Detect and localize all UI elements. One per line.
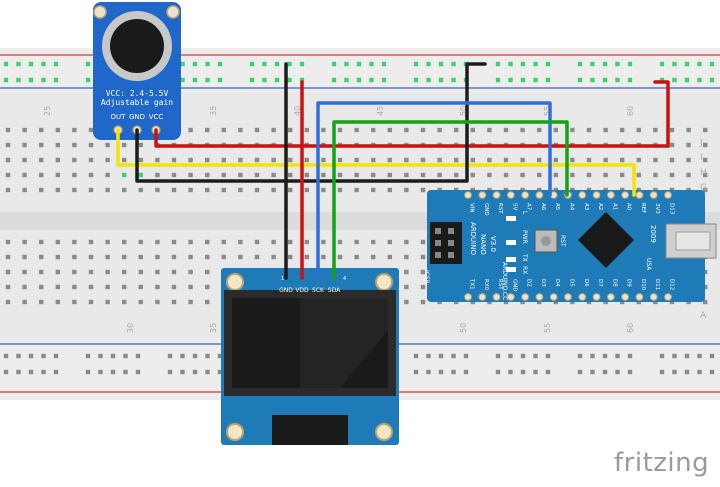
arduino-nano: D13 3V3 REF A0 A1 A2 A3 A4 A5 A6 A7 5V RST GND VIN D12… [423,190,717,302]
wire-green-sda [332,120,569,280]
nano-top-pin-label: A5 [554,203,560,211]
nano-top-pin-label: REF [640,203,646,213]
rst-label: RST [559,235,566,247]
arduino-name-line3: V3.0 [489,236,497,252]
arduino-name-line2: NANO [479,234,487,255]
led-pwr-label: PWR [521,230,528,244]
oled-pin-index-end: 4 [343,276,346,282]
column-number-top: 35 [209,106,218,116]
nano-bottom-pin-label: TX1 [469,278,475,290]
nano-top-pin-label: A4 [569,203,575,211]
wire-yellow-signal [116,128,636,197]
row-letter-g: G [700,183,707,193]
nano-bottom-pin-label: D10 [640,279,646,291]
row-letter-a: A [700,311,707,321]
row-letter-i: I [700,153,703,163]
mic-label-line1: VCC: 2.4-5.5V [106,89,169,98]
nano-bottom-pin-label: D8 [611,279,617,287]
led-tx-label: TX [521,253,528,262]
nano-top-pin-label: 5V [511,203,517,210]
nano-top-pin-label: VIN [469,203,475,213]
nano-bottom-pin-label: D12 [669,279,675,290]
column-number-bottom: 60 [626,323,635,333]
nano-top-pin-label: A0 [626,203,632,211]
mic-pin-vcc-label: VCC [149,113,164,121]
oled-pin-vdd-label: VDD [295,287,309,294]
wire-black-gnd [135,62,487,183]
arduino-site: ARDUINO.CC [501,262,508,300]
nano-top-pin-label: D13 [669,203,675,215]
row-letter-j: J [699,138,703,148]
column-number-bottom: 55 [543,323,552,333]
wire-blue-sck [316,101,552,280]
nano-top-pin-label: A7 [526,203,532,211]
column-number-bottom: 30 [126,323,135,333]
row-letter-h: H [700,168,707,178]
nano-bottom-pin-label: D7 [597,279,603,287]
nano-bottom-pin-label: RX0 [483,279,489,291]
nano-bottom-pin-label: RST [497,279,503,290]
column-number-top: 55 [543,106,552,116]
icsp-header [430,222,462,264]
nano-bottom-pin-label: GND [511,279,517,292]
microphone-module: VCC: 2.4-5.5V Adjustable gain OUT GND VC… [93,2,181,140]
led-rx-icon [506,267,516,272]
nano-pin-holes [464,191,672,301]
wires [116,62,670,280]
column-number-top: 40 [293,106,302,116]
wire-red-vcc [154,80,670,148]
nano-bottom-pin-label: D2 [526,279,532,287]
reset-button-cap-icon [541,236,551,246]
oled-pin-index-start: 1 [281,276,284,282]
mic-pin-out-label: OUT [111,113,127,121]
nano-top-pin-label: A6 [540,203,546,211]
led-pwr-icon [506,240,516,245]
nano-top-pin-labels: D13 3V3 REF A0 A1 A2 A3 A4 A5 A6 A7 5V RST GND VIN [469,203,675,216]
nano-bottom-pin-label: D11 [654,279,660,290]
led-l-label: L [521,211,528,215]
oled-pin-gnd-label: GND [279,287,293,294]
nano-bottom-pin-label: D5 [569,279,575,287]
nano-top-pin-label: A2 [597,203,603,210]
usb-label: USA [645,258,652,271]
oled-pin-sda-label: SDA [328,287,341,294]
nano-bottom-pin-labels: D12 D11 D10 D9 D8 D7 D6 D5 D4 D3 D2 GND RST RX0 TX1 [469,278,675,292]
column-number-top: 60 [626,106,635,116]
arduino-year: 2009 [649,225,657,243]
led-l-icon [506,216,516,221]
oled-module: 1 4 GND VDD SCK SDA [221,268,399,445]
nano-bottom-pin-label: D9 [626,279,632,287]
column-number-bottom: 50 [459,323,468,333]
nano-top-pin-label: GND [483,203,489,216]
column-number-top: 45 [376,106,385,116]
nano-bottom-pin-label: D3 [540,279,546,287]
nano-top-pin-label: A3 [583,203,589,211]
led-tx-icon [506,257,516,262]
nano-top-pin-label: 3V3 [654,203,660,214]
microcontroller-chip-icon [578,212,634,268]
nano-top-pin-label: RST [497,203,503,214]
nano-bottom-pin-label: D6 [583,279,589,287]
nano-bottom-pin-label: D4 [554,279,560,287]
oled-pin-sck-label: SCK [312,287,325,294]
oled-ribbon [272,415,348,445]
column-number-bottom: 35 [209,323,218,333]
fritzing-watermark: fritzing [614,448,710,478]
column-number-top: 25 [43,106,52,116]
column-number-top: 50 [459,106,468,116]
led-rx-label: RX [521,266,528,274]
mic-label-line2: Adjustable gain [101,98,173,107]
nano-top-pin-label: A1 [611,203,617,210]
icsp-label: ICSP [423,270,430,284]
arduino-name-line1: ARDUINO [469,222,477,255]
mic-pin-gnd-label: GND [129,113,145,121]
